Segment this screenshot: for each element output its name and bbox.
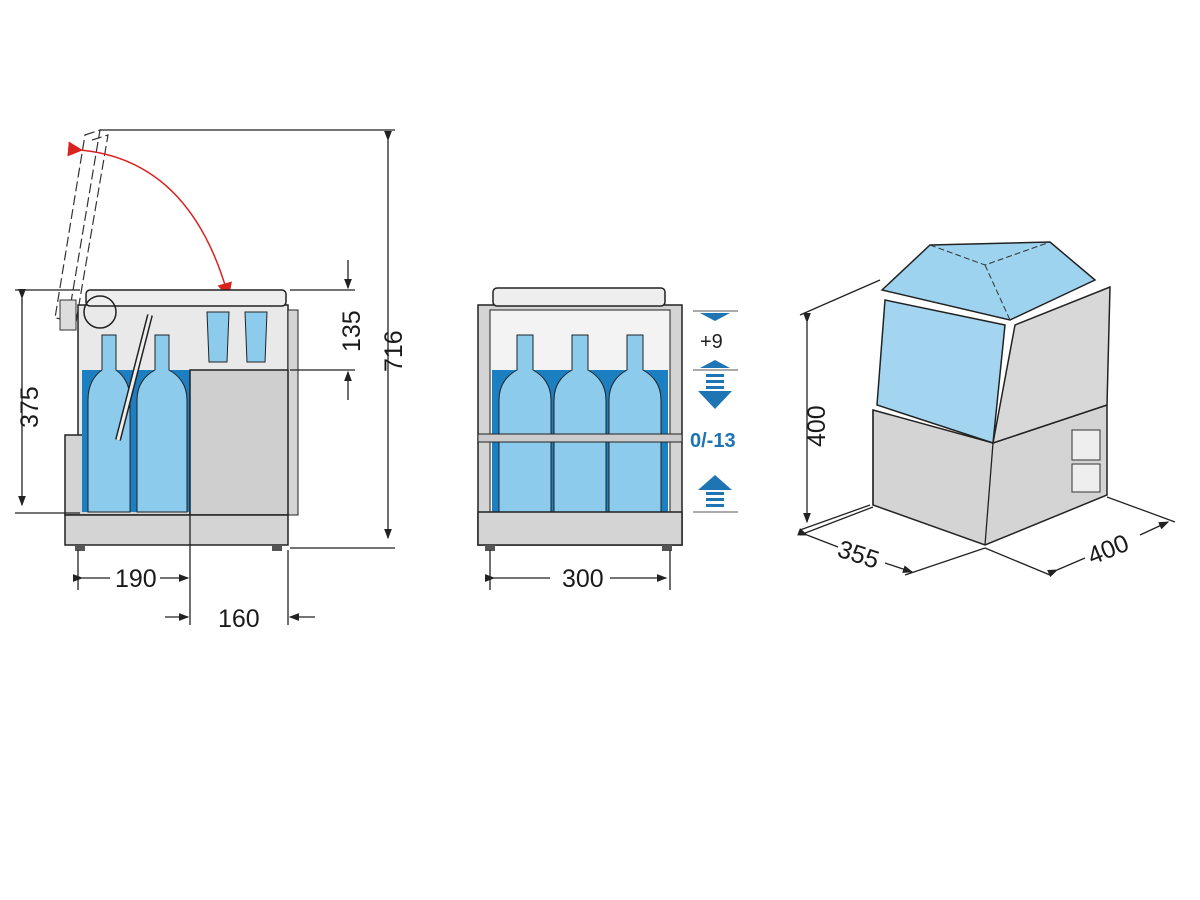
bottle [136, 334, 188, 513]
height-adjustment: +9 0/-13 [690, 310, 738, 513]
dim-right-width: 160 [218, 605, 260, 633]
jug [206, 311, 230, 363]
jug [244, 311, 268, 363]
swing-arrow [67, 141, 232, 298]
transparent-bin [876, 299, 1006, 445]
bottle [87, 334, 131, 513]
dim-left-width: 190 [115, 565, 157, 593]
adjust-up-label: +9 [700, 331, 723, 353]
adjust-down-label: 0/-13 [690, 430, 736, 452]
arrow-down-icon [698, 391, 732, 409]
dim-lid-height: 135 [338, 310, 366, 352]
iso-view: 400 355 400 [797, 241, 1176, 578]
arrow-up-icon [698, 475, 732, 490]
transparent-lid [880, 241, 1097, 321]
dim-iso-depth: 355 [834, 535, 882, 575]
dim-total-height: 716 [380, 330, 408, 372]
arrow-down-icon [700, 313, 730, 321]
arrow-up-icon [700, 360, 730, 368]
front-view: 300 +9 0/-13 [477, 287, 738, 593]
dim-width: 300 [562, 565, 604, 593]
dim-iso-width: 400 [1084, 529, 1133, 571]
side-view: 716 135 375 190 160 [15, 129, 408, 633]
dim-inner-height: 375 [16, 386, 44, 428]
dim-iso-height: 400 [803, 405, 831, 447]
